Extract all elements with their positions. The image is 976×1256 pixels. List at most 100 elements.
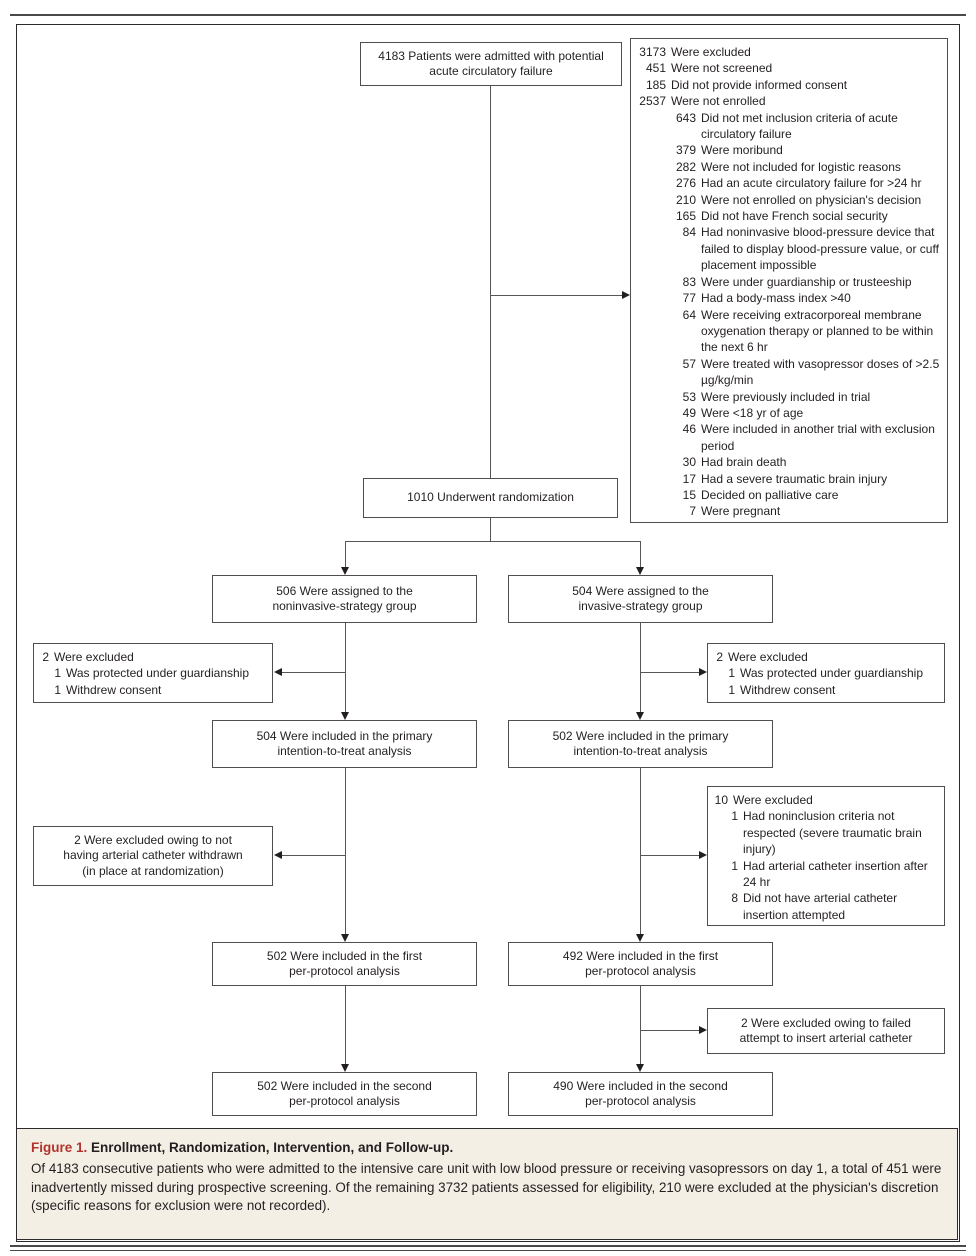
reason-text: Had a severe traumatic brain injury (701, 471, 888, 486)
arrowhead-left-assign (341, 567, 349, 575)
reason-text: Were included in another trial with excl… (701, 422, 935, 453)
connector-randomization-down (490, 518, 491, 541)
reason-text: Had an acute circulatory failure for >24… (701, 176, 922, 191)
box-assigned-noninvasive: 506 Were assigned to the noninvasive-str… (212, 575, 477, 623)
arrowhead-left-excluded-2 (274, 851, 282, 859)
reason-text: Were <18 yr of age (701, 405, 804, 420)
reason-text: Were excluded (733, 793, 813, 807)
reason-line: 30 Had brain death (636, 454, 943, 470)
reason-text: Were not enrolled (671, 94, 766, 109)
reason-text: Were excluded (728, 650, 808, 664)
reason-line: 1 Had noninclusion criteria not respected… (713, 808, 940, 857)
reason-text: Had brain death (701, 455, 787, 470)
reason-line: 8 Did not have arterial catheter insertio… (713, 890, 940, 923)
reason-text: Were receiving extracorporeal membrane o… (701, 307, 934, 355)
bottom-rule (10, 1245, 966, 1251)
figure-caption: Figure 1. Enrollment, Randomization, Int… (16, 1128, 958, 1240)
reason-line: 83 Were under guardianship or trusteeship (636, 274, 943, 290)
reason-count: 210 (675, 192, 696, 207)
connector-right-to-itt (640, 623, 641, 712)
box-pp1-right: 492 Were included in the first per-proto… (508, 942, 773, 986)
box-itt-left: 504 Were included in the primary intenti… (212, 720, 477, 768)
arrowhead-left-excluded-1 (274, 668, 282, 676)
caption-title: Figure 1. Enrollment, Randomization, Int… (31, 1139, 943, 1156)
reason-text: Were treated with vasopressor doses of >… (701, 356, 940, 388)
reason-count: 3173 (639, 45, 666, 59)
reason-count: 8 (731, 891, 738, 906)
reason-count: 10 (714, 793, 728, 807)
reason-text: Did not have French social security (701, 209, 888, 224)
box-excluded-left-2: 2 Were excluded owing to not having arte… (33, 826, 273, 886)
arrowhead-right-itt (636, 712, 644, 720)
reason-text: Had a body-mass index >40 (701, 291, 851, 306)
reason-text: Was protected under guardianship (66, 666, 249, 681)
reason-count: 185 (645, 77, 666, 92)
reason-count: 379 (675, 143, 696, 158)
reason-count: 17 (682, 471, 696, 486)
arrowhead-right-excluded-3 (699, 1026, 707, 1034)
reason-line: 64 Were receiving extracorporeal membrane… (636, 307, 943, 356)
reason-line: 165 Did not have French social security (636, 208, 943, 224)
reason-count: 165 (675, 209, 696, 224)
box-admitted: 4183 Patients were admitted with potenti… (360, 42, 622, 86)
arrowhead-left-pp1 (341, 934, 349, 942)
reason-text: Decided on palliative care (701, 487, 839, 502)
reason-count: 1 (54, 666, 61, 681)
box-pp2-left: 502 Were included in the second per-prot… (212, 1072, 477, 1116)
reason-text: Had noninclusion criteria not respected … (743, 809, 922, 857)
connector-admitted-to-randomization (490, 85, 491, 478)
reason-line: 1 Had arterial catheter insertion after 2… (713, 858, 940, 891)
reason-text: Did not have arterial catheter insertion… (743, 891, 898, 922)
connector-left-to-pp2 (345, 985, 346, 1064)
reason-text: Were under guardianship or trusteeship (701, 274, 912, 289)
reason-line: 3173 Were excluded (636, 44, 943, 60)
connector-left-to-pp1 (345, 768, 346, 934)
connector-to-excluded-main (490, 295, 622, 296)
reason-text: Were excluded (671, 45, 751, 59)
reason-count: 84 (682, 225, 696, 240)
connector-branch (345, 541, 641, 542)
reason-count: 1 (54, 682, 61, 697)
reason-line: 49 Were <18 yr of age (636, 405, 943, 421)
reason-text: Did not provide informed consent (671, 77, 848, 92)
reason-count: 83 (682, 274, 696, 289)
connector-left-excluded-2 (282, 855, 345, 856)
arrowhead-right-excluded-2 (699, 851, 707, 859)
connector-right-assign (640, 541, 641, 567)
reason-text: Had arterial catheter insertion after 24… (743, 858, 928, 890)
reason-count: 15 (682, 487, 696, 502)
figure-label: Figure 1. (31, 1140, 88, 1155)
reason-count: 30 (682, 455, 696, 470)
arrowhead-left-itt (341, 712, 349, 720)
top-rule (10, 14, 966, 16)
connector-left-to-itt (345, 623, 346, 712)
reason-count: 1 (728, 682, 735, 697)
reason-count: 1 (731, 809, 738, 824)
arrowhead-right-pp1 (636, 934, 644, 942)
connector-right-to-pp1 (640, 768, 641, 934)
arrowhead-right-assign (636, 567, 644, 575)
box-assigned-invasive: 504 Were assigned to the invasive-strate… (508, 575, 773, 623)
box-pp2-right: 490 Were included in the second per-prot… (508, 1072, 773, 1116)
reason-count: 1 (731, 858, 738, 873)
reason-text: Were pregnant (701, 504, 781, 519)
reason-count: 64 (682, 307, 696, 322)
reason-count: 49 (682, 405, 696, 420)
connector-right-to-pp2 (640, 985, 641, 1064)
